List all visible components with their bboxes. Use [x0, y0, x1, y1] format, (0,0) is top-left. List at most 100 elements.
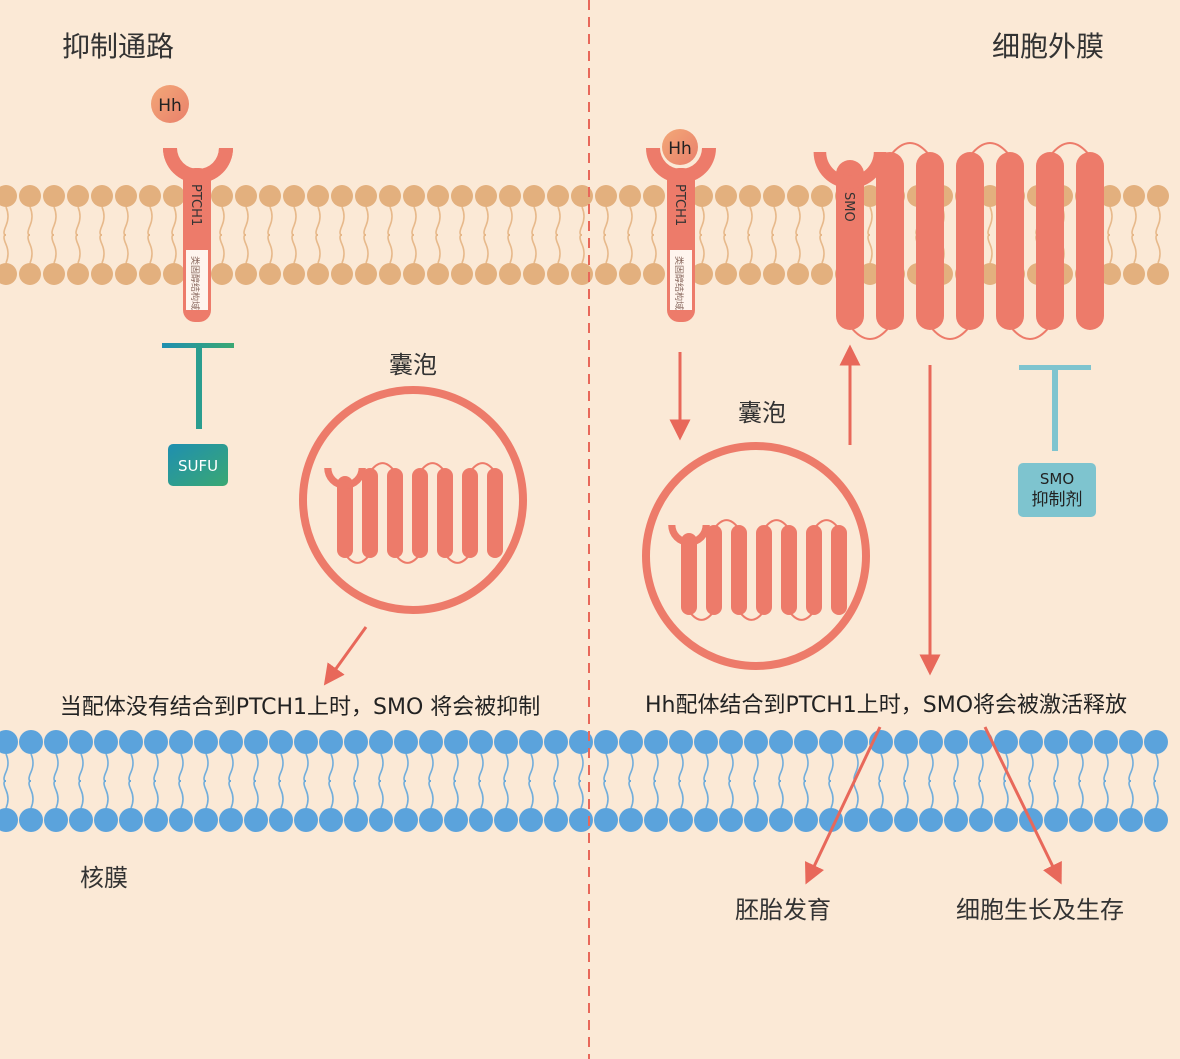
lipid-molecule [99, 234, 105, 264]
lipid-molecule [353, 780, 359, 809]
lipid-molecule [928, 753, 934, 782]
lipid-molecule [228, 753, 234, 782]
ptch1-label-right: PTCH1 [672, 184, 687, 226]
lipid-molecule [627, 206, 633, 236]
lipid-molecule [19, 730, 43, 754]
lipid-molecule [69, 730, 93, 754]
lipid-molecule [987, 234, 993, 264]
smo-transmembrane-segment [1076, 152, 1104, 330]
lipid-molecule [67, 185, 89, 207]
lipid-molecule [67, 263, 89, 285]
lipid-molecule [403, 185, 425, 207]
lipid-molecule [19, 263, 41, 285]
lipid-molecule [419, 808, 443, 832]
lipid-molecule [235, 263, 257, 285]
lipid-molecule [1131, 206, 1137, 236]
lipid-molecule [507, 234, 513, 264]
lipid-molecule [171, 234, 177, 264]
lipid-molecule [795, 206, 801, 236]
lipid-molecule [147, 206, 153, 236]
lipid-molecule [28, 753, 34, 782]
lipid-molecule [178, 780, 184, 809]
lipid-molecule [444, 808, 468, 832]
arrow-to-embryo [804, 726, 882, 885]
lipid-molecule [153, 780, 159, 809]
smo-transmembrane-segment [387, 468, 403, 558]
lipid-molecule [427, 263, 449, 285]
lipid-molecule [387, 234, 393, 264]
smo-transmembrane-segment [324, 468, 366, 489]
lipid-molecule [819, 234, 825, 264]
arrow-vesicle-left [323, 626, 368, 686]
ptch1-receptor-right: PTCH1 类固醇结构域 [646, 148, 716, 322]
lipid-molecule [291, 234, 297, 264]
smo-transmembrane-segment [668, 525, 710, 546]
lipid-molecule [844, 730, 868, 754]
lipid-molecule [3, 780, 9, 809]
lipid-molecule [451, 263, 473, 285]
lipid-molecule [115, 185, 137, 207]
lipid-molecule [144, 730, 168, 754]
smo-transmembrane-segment [681, 533, 697, 615]
smo-transmembrane-segment [1036, 152, 1064, 330]
lipid-molecule [869, 808, 893, 832]
lipid-molecule [691, 263, 713, 285]
smo-inhibitor-label-line1: SMO [1040, 470, 1074, 488]
lipid-molecule [699, 234, 705, 264]
lipid-molecule [243, 206, 249, 236]
hh-label-right: Hh [668, 139, 692, 159]
lipid-molecule [119, 808, 143, 832]
lipid-molecule [128, 780, 134, 809]
lipid-molecule [453, 780, 459, 809]
lipid-molecule [628, 780, 634, 809]
lipid-molecule [328, 780, 334, 809]
lipid-molecule [1044, 730, 1068, 754]
lipid-molecule [1094, 808, 1118, 832]
lipid-molecule [428, 780, 434, 809]
lipid-molecule [694, 730, 718, 754]
lipid-molecule [728, 780, 734, 809]
embryo-development-label: 胚胎发育 [735, 896, 831, 924]
lipid-molecule [428, 753, 434, 782]
lipid-molecule [723, 234, 729, 264]
lipid-molecule [307, 185, 329, 207]
ptch1-receptor-left: PTCH1 类固醇结构域 [163, 148, 233, 322]
lipid-molecule [339, 206, 345, 236]
lipid-molecule [1099, 263, 1121, 285]
smo-transmembrane-segment [781, 525, 797, 615]
lipid-molecule [728, 753, 734, 782]
lipid-molecule [43, 263, 65, 285]
inhibition-pathway-title: 抑制通路 [62, 30, 174, 63]
lipid-molecule [283, 185, 305, 207]
lipid-molecule [619, 808, 643, 832]
sterol-domain-label-left: 类固醇结构域 [189, 256, 201, 310]
lipid-molecule [595, 185, 617, 207]
lipid-molecule [403, 780, 409, 809]
lipid-molecule [1069, 730, 1093, 754]
smo-transmembrane-segment [1009, 325, 1051, 340]
lipid-molecule [469, 808, 493, 832]
lipid-molecule [294, 808, 318, 832]
smo-transmembrane-segment [487, 468, 503, 558]
lipid-molecule [331, 263, 353, 285]
lipid-molecule [803, 780, 809, 809]
lipid-molecule [627, 234, 633, 264]
lipid-molecule [483, 206, 489, 236]
lipid-molecule [1131, 234, 1137, 264]
lipid-molecule [528, 780, 534, 809]
left-caption: 当配体没有结合到PTCH1上时，SMO 将会被抑制 [60, 695, 541, 720]
lipid-molecule [51, 206, 57, 236]
lipid-molecule [903, 753, 909, 782]
lipid-molecule [267, 234, 273, 264]
smo-transmembrane-segment [929, 325, 971, 340]
lipid-molecule [523, 263, 545, 285]
lipid-molecule [435, 206, 441, 236]
smo-transmembrane-segment [706, 525, 722, 615]
lipid-molecule [653, 753, 659, 782]
right-caption: Hh配体结合到PTCH1上时，SMO将会被激活释放 [645, 693, 1127, 718]
lipid-molecule [719, 808, 743, 832]
lipid-molecule [678, 780, 684, 809]
lipid-molecule [219, 808, 243, 832]
lipid-molecule [769, 808, 793, 832]
